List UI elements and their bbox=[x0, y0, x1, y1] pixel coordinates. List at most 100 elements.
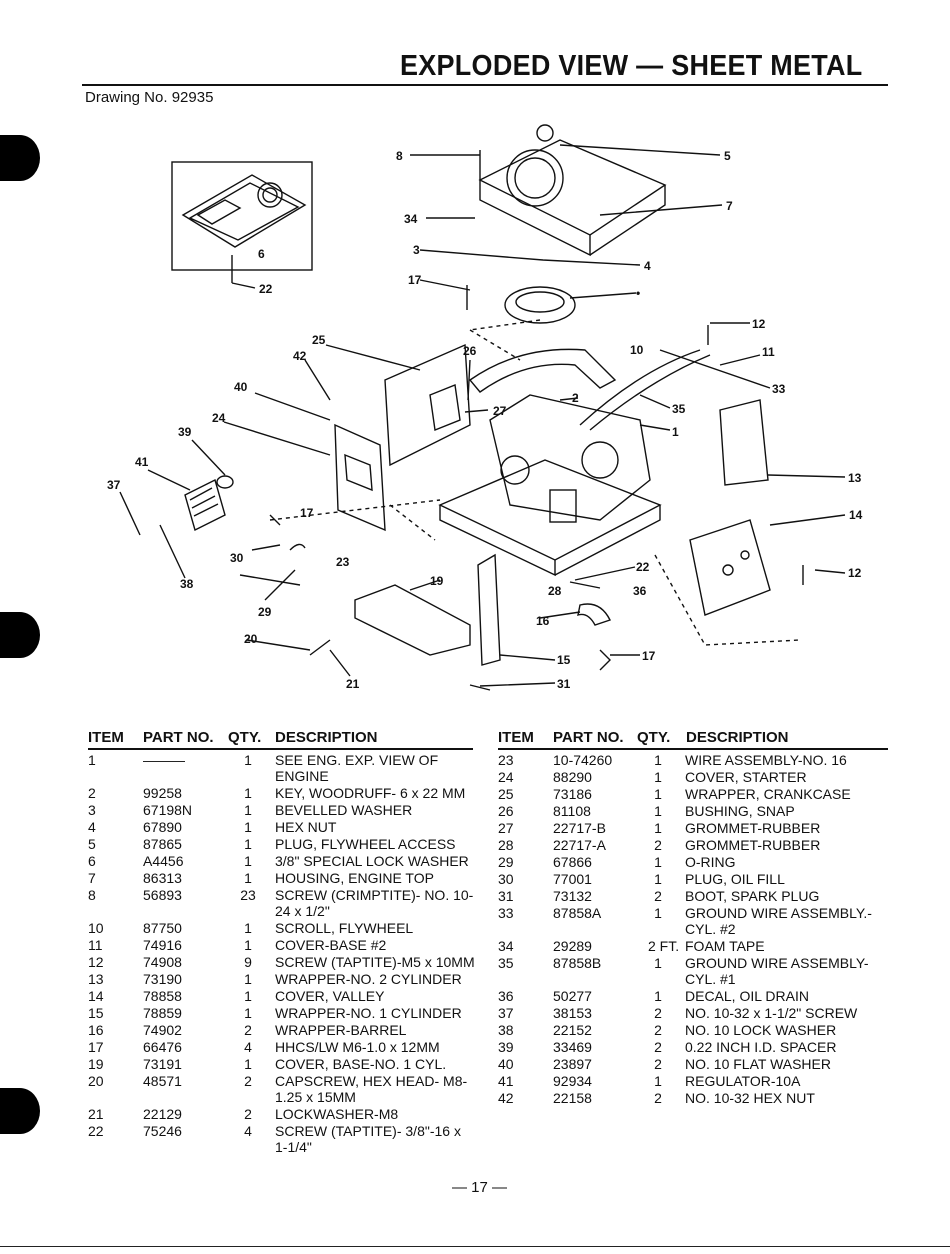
part-no-cell: 73191 bbox=[143, 1055, 182, 1072]
callout-30: 30 bbox=[230, 551, 244, 565]
item-cell: 22 bbox=[88, 1122, 104, 1139]
description-cell: NO. 10 FLAT WASHER bbox=[685, 1055, 831, 1072]
description-cell: O-RING bbox=[685, 853, 736, 870]
description-cell: COVER, BASE-NO. 1 CYL. bbox=[275, 1055, 447, 1072]
item-cell: 14 bbox=[88, 987, 104, 1004]
item-cell: 5 bbox=[88, 835, 96, 852]
qty-cell: 1 bbox=[654, 853, 662, 870]
item-cell: 31 bbox=[498, 887, 514, 904]
qty-cell: 1 bbox=[244, 852, 252, 869]
callout-19: 19 bbox=[430, 574, 444, 588]
callout-4: 4 bbox=[644, 259, 651, 273]
callout-5: 5 bbox=[724, 149, 731, 163]
part-no-cell: 66476 bbox=[143, 1038, 182, 1055]
description-cell: HOUSING, ENGINE TOP bbox=[275, 869, 434, 886]
qty-cell: 2 bbox=[654, 1021, 662, 1038]
part-no-cell: ——— bbox=[143, 751, 185, 768]
description-cell: HHCS/LW M6-1.0 x 12MM bbox=[275, 1038, 440, 1055]
description-cell: DECAL, OIL DRAIN bbox=[685, 987, 809, 1004]
item-cell: 33 bbox=[498, 904, 514, 921]
item-cell: 13 bbox=[88, 970, 104, 987]
part-no-cell: 73190 bbox=[143, 970, 182, 987]
binder-hole-bottom bbox=[0, 1088, 40, 1134]
callout-22b: 22 bbox=[636, 560, 650, 574]
callout-39: 39 bbox=[178, 425, 192, 439]
header-rule bbox=[498, 748, 888, 750]
qty-cell: 2 bbox=[654, 1055, 662, 1072]
part-no-cell: 86313 bbox=[143, 869, 182, 886]
part-no-cell: 78859 bbox=[143, 1004, 182, 1021]
item-cell: 7 bbox=[88, 869, 96, 886]
item-cell: 39 bbox=[498, 1038, 514, 1055]
description-cell: SCREW (CRIMPTITE)- NO. 10-24 x 1/2" bbox=[275, 886, 474, 920]
col-description: DESCRIPTION bbox=[686, 729, 789, 746]
part-no-cell: 48571 bbox=[143, 1072, 182, 1089]
col-qty: QTY. bbox=[228, 729, 262, 746]
callout-13: 13 bbox=[848, 471, 862, 485]
part-no-cell: 81108 bbox=[553, 802, 591, 819]
callout-24: 24 bbox=[212, 411, 226, 425]
part-no-cell: 88290 bbox=[553, 768, 592, 785]
part-no-cell: 22158 bbox=[553, 1089, 592, 1106]
qty-cell: 2 bbox=[654, 836, 662, 853]
item-cell: 36 bbox=[498, 987, 514, 1004]
table-header: ITEM PART NO. QTY. DESCRIPTION bbox=[88, 729, 473, 748]
description-cell: BUSHING, SNAP bbox=[685, 802, 795, 819]
drawing-number: Drawing No. 92935 bbox=[85, 89, 214, 106]
qty-cell: 1 bbox=[244, 835, 252, 852]
part-no-cell: 22129 bbox=[143, 1105, 182, 1122]
qty-cell: 1 bbox=[244, 869, 252, 886]
part-no-cell: 74902 bbox=[143, 1021, 182, 1038]
qty-cell: 1 bbox=[244, 1004, 252, 1021]
item-cell: 4 bbox=[88, 818, 96, 835]
description-cell: PLUG, FLYWHEEL ACCESS bbox=[275, 835, 456, 852]
description-cell: PLUG, OIL FILL bbox=[685, 870, 785, 887]
part-no-cell: 56893 bbox=[143, 886, 182, 903]
part-no-cell: 67866 bbox=[553, 853, 592, 870]
qty-cell: 1 bbox=[654, 751, 662, 768]
description-cell: KEY, WOODRUFF- 6 x 22 MM bbox=[275, 784, 466, 801]
callout-15: 15 bbox=[557, 653, 571, 667]
callout-23: 23 bbox=[336, 555, 350, 569]
callout-34: 34 bbox=[404, 212, 418, 226]
item-cell: 12 bbox=[88, 953, 104, 970]
table-header: ITEM PART NO. QTY. DESCRIPTION bbox=[498, 729, 888, 748]
item-cell: 38 bbox=[498, 1021, 514, 1038]
description-cell: NO. 10 LOCK WASHER bbox=[685, 1021, 837, 1038]
item-cell: 27 bbox=[498, 819, 514, 836]
item-cell: 21 bbox=[88, 1105, 104, 1122]
callout-17a: 17 bbox=[408, 273, 422, 287]
col-qty: QTY. bbox=[637, 729, 671, 746]
part-no-cell: 75246 bbox=[143, 1122, 182, 1139]
callout-25: 25 bbox=[312, 333, 326, 347]
item-cell: 24 bbox=[498, 768, 514, 785]
item-cell: 11 bbox=[88, 936, 103, 953]
part-no-cell: 50277 bbox=[553, 987, 592, 1004]
item-cell: 26 bbox=[498, 802, 514, 819]
callout-8: 8 bbox=[396, 149, 403, 163]
qty-cell: 2 bbox=[654, 1038, 662, 1055]
qty-cell: 2 bbox=[244, 1072, 252, 1089]
qty-cell: 1 bbox=[654, 819, 662, 836]
part-no-cell: 38153 bbox=[553, 1004, 592, 1021]
description-cell: HEX NUT bbox=[275, 818, 337, 835]
description-cell: SCREW (TAPTITE)- 3/8"-16 x 1-1/4" bbox=[275, 1122, 461, 1156]
callout-31: 31 bbox=[557, 677, 571, 691]
qty-cell: 1 bbox=[654, 987, 662, 1004]
part-no-cell: 67890 bbox=[143, 818, 182, 835]
